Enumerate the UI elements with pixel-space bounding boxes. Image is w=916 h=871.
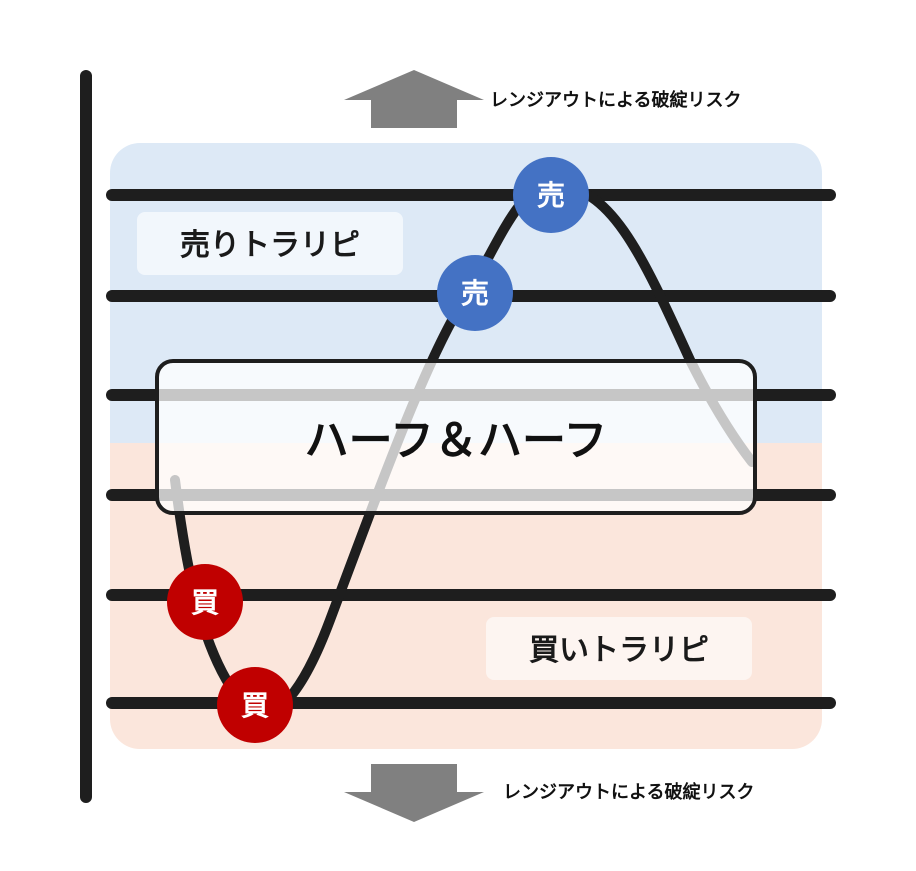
buy-marker: 買 [167, 564, 243, 640]
buy-zone-label-bg [486, 617, 752, 680]
svg-text:買: 買 [191, 586, 219, 619]
svg-text:買: 買 [241, 689, 269, 722]
buy-marker: 買 [217, 667, 293, 743]
risk-label-bottom: レンジアウトによる破綻リスク [503, 781, 754, 803]
svg-text:売: 売 [537, 179, 565, 212]
buy-zone-label: 買いトラリピ [529, 633, 709, 668]
sell-marker: 売 [437, 255, 513, 331]
svg-text:売: 売 [461, 277, 489, 310]
risk-label-top: レンジアウトによる破綻リスク [490, 89, 741, 111]
sell-marker: 売 [513, 157, 589, 233]
center-label: ハーフ＆ハーフ [305, 415, 608, 466]
down-arrow-icon [344, 764, 484, 822]
center-box [155, 359, 757, 515]
sell-zone-label-bg [137, 212, 403, 275]
sell-zone-label: 売りトラリピ [180, 228, 360, 263]
up-arrow-icon [344, 70, 484, 128]
